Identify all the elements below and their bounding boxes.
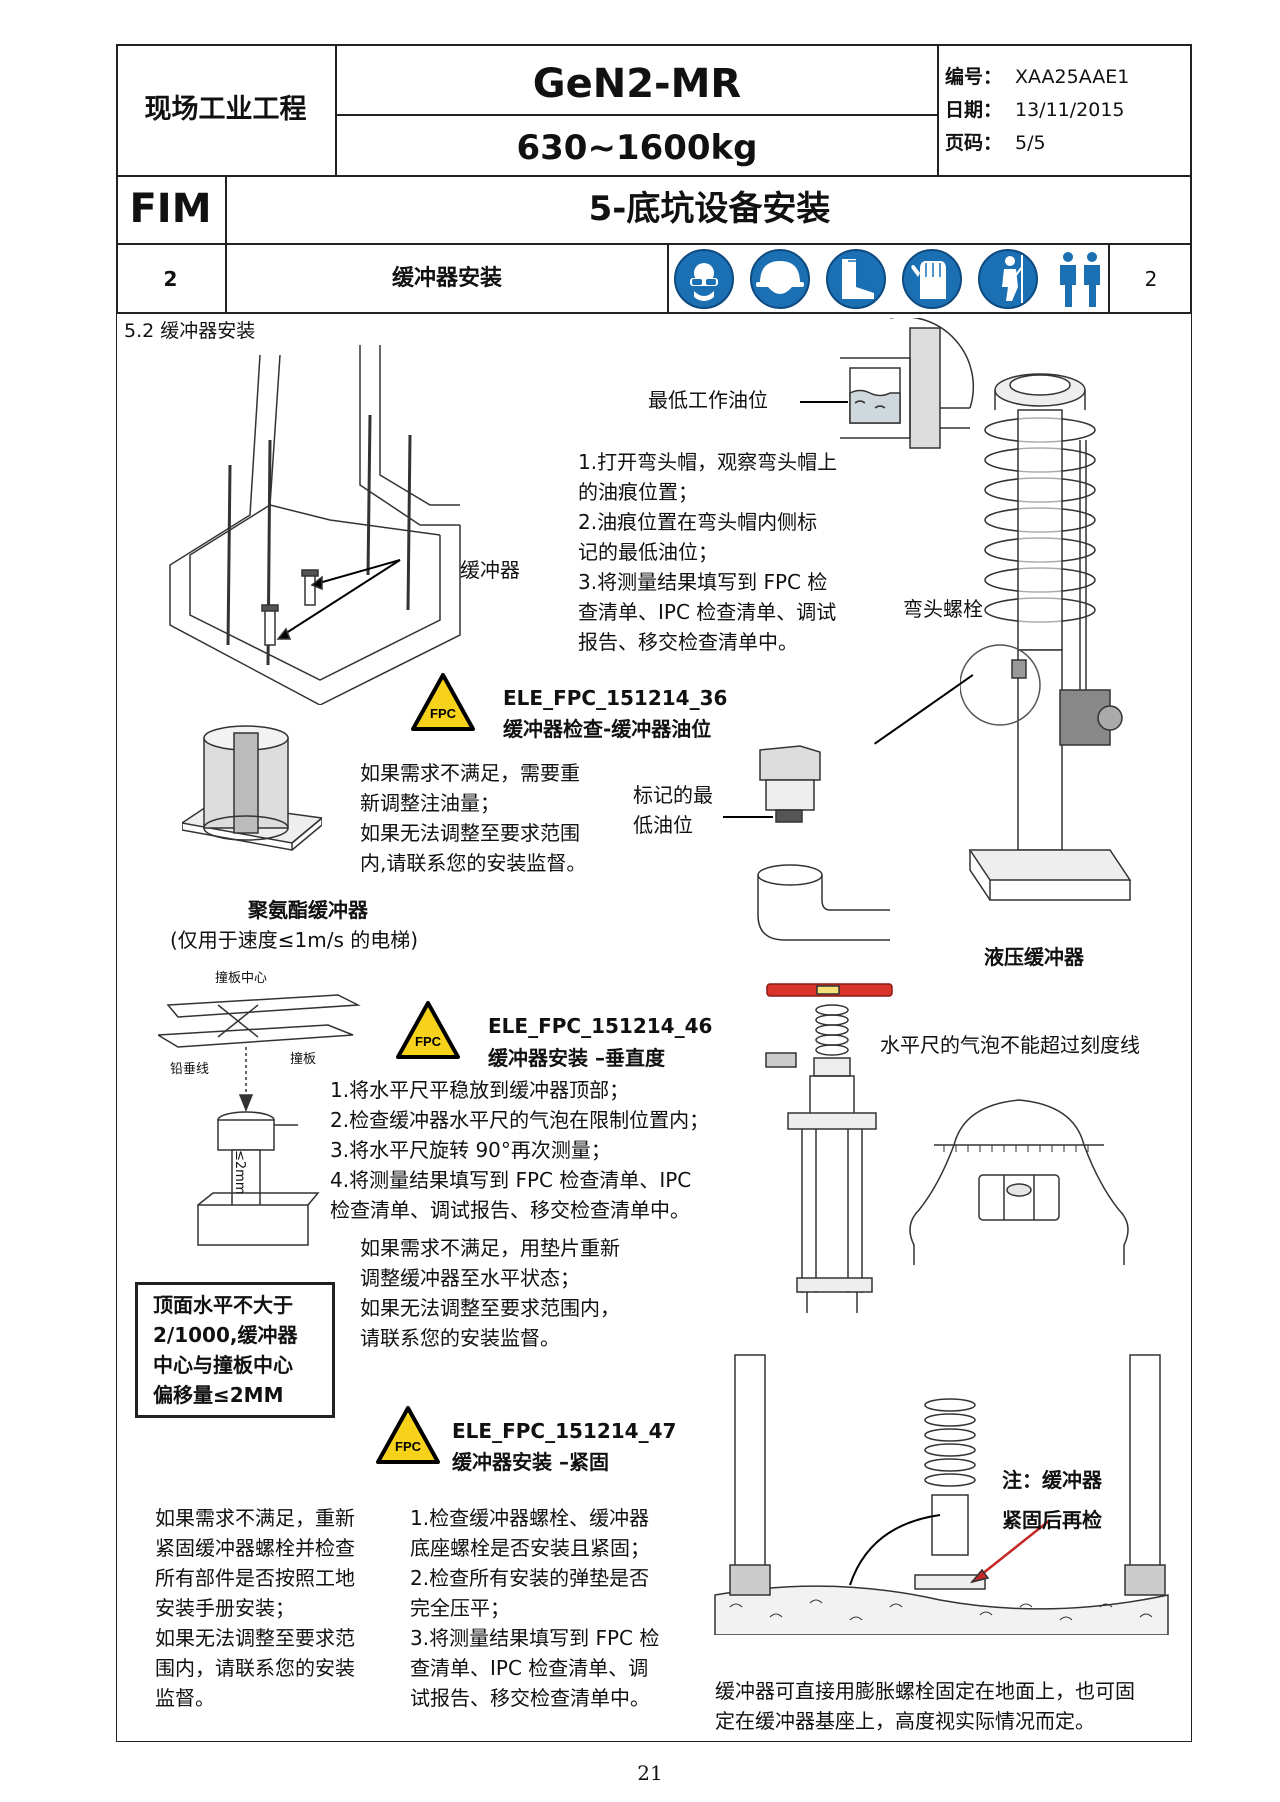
fpc46-id: ELE_FPC_151214_46 bbox=[488, 1014, 713, 1038]
content-frame bbox=[116, 313, 1192, 1742]
label-min-oil: 最低工作油位 bbox=[648, 388, 768, 412]
label-buffer: 缓冲器 bbox=[460, 558, 520, 582]
harness-icon bbox=[978, 249, 1038, 309]
hard-hat-icon bbox=[750, 249, 810, 309]
fpc47-steps: 1.检查缓冲器螺栓、缓冲器 底座螺栓是否安装且紧固； 2.检查所有安装的弹垫是否… bbox=[410, 1506, 660, 1710]
tolerance-box bbox=[135, 1282, 335, 1418]
fpc46-note: 如果需求不满足，用垫片重新 调整缓冲器至水平状态； 如果无法调整至要求范围内， … bbox=[360, 1236, 620, 1350]
divider bbox=[116, 243, 1192, 245]
fpc-text: FPC bbox=[395, 1439, 422, 1454]
label-striker-center: 撞板中心 bbox=[215, 971, 268, 986]
pu-buffer-note: (仅用于速度≤1m/s 的电梯) bbox=[170, 928, 419, 952]
safety-boots-icon bbox=[826, 249, 886, 309]
fpc-warning-icon: FPC bbox=[410, 672, 476, 732]
fpc47-note-left: 如果需求不满足，重新 紧固缓冲器螺栓并检查 所有部件是否按照工地 安装手册安装；… bbox=[155, 1506, 355, 1710]
pointer-arrow bbox=[800, 401, 848, 403]
fpc-text: FPC bbox=[430, 706, 457, 721]
code-label: 编号： bbox=[945, 66, 1003, 88]
fpc36-id: ELE_FPC_151214_36 bbox=[503, 686, 728, 710]
label-marked-min-oil: 标记的最 低油位 bbox=[633, 783, 713, 837]
divider bbox=[116, 175, 1192, 177]
date-label: 日期： bbox=[945, 99, 1003, 121]
divider bbox=[667, 243, 669, 314]
sub-number: 2 bbox=[163, 267, 178, 291]
section-title: 5-底坑设备安装 bbox=[588, 189, 831, 229]
pit-buffer-figure bbox=[160, 345, 490, 705]
doc-date: 13/11/2015 bbox=[1015, 99, 1125, 121]
pointer-arrow bbox=[723, 816, 773, 818]
gloves-icon bbox=[902, 249, 962, 309]
mount-note: 缓冲器可直接用膨胀螺栓固定在地面上，也可固 定在缓冲器基座上，高度视实际情况而定… bbox=[715, 1679, 1135, 1733]
fpc46-title: 缓冲器安装 –垂直度 bbox=[488, 1046, 665, 1070]
hydraulic-buffer-figure bbox=[960, 370, 1140, 940]
doc-page: 5/5 bbox=[1015, 132, 1046, 154]
product-name: GeN2-MR bbox=[532, 61, 742, 107]
divider bbox=[335, 114, 937, 116]
fpc46-steps: 1.将水平尺平稳放到缓冲器顶部； 2.检查缓冲器水平尺的气泡在限制位置内； 3.… bbox=[330, 1078, 710, 1222]
fim-label: FIM bbox=[129, 186, 212, 232]
oil-level-figure bbox=[830, 318, 990, 458]
page-label: 页码： bbox=[945, 132, 1003, 154]
safety-glasses-icon bbox=[674, 249, 734, 309]
divider bbox=[225, 175, 227, 243]
sub-title: 缓冲器安装 bbox=[391, 266, 502, 291]
fpc47-title: 缓冲器安装 –紧固 bbox=[452, 1450, 609, 1474]
label-plumb-line: 铅垂线 bbox=[170, 1062, 210, 1077]
fpc36-title: 缓冲器检查-缓冲器油位 bbox=[503, 717, 712, 741]
fpc-text: FPC bbox=[415, 1034, 442, 1049]
pu-buffer-title: 聚氨酯缓冲器 bbox=[248, 898, 368, 922]
fpc-warning-icon: FPC bbox=[375, 1405, 441, 1465]
capacity: 630~1600kg bbox=[516, 128, 758, 168]
divider bbox=[225, 243, 227, 314]
floor-mount-figure bbox=[710, 1345, 1170, 1635]
page-number: 21 bbox=[637, 1761, 663, 1785]
ppe-icons bbox=[672, 247, 1108, 311]
divider bbox=[937, 44, 939, 175]
bubble-vial-figure bbox=[904, 1085, 1134, 1265]
plumb-diagram bbox=[158, 975, 368, 1260]
tolerance-text: 顶面水平不大于 2/1000,缓冲器 中心与撞板中心 偏移量≤2MM bbox=[153, 1293, 298, 1407]
two-persons-icon bbox=[1060, 252, 1100, 307]
label-elbow-bolt: 弯头螺栓 bbox=[903, 597, 983, 621]
fpc36-note: 如果需求不满足，需要重 新调整注油量； 如果无法调整至要求范围 内,请联系您的安… bbox=[360, 761, 587, 875]
spirit-level-figure bbox=[762, 978, 902, 1323]
pu-buffer-figure bbox=[182, 718, 322, 868]
fpc-warning-icon: FPC bbox=[395, 1000, 461, 1060]
divider bbox=[335, 44, 337, 175]
divider bbox=[1108, 243, 1110, 314]
doc-code: XAA25AAE1 bbox=[1015, 66, 1130, 88]
label-striker: 撞板 bbox=[290, 1052, 317, 1067]
dept-name: 现场工业工程 bbox=[144, 94, 307, 125]
label-2mm: ≤2mm bbox=[232, 1150, 247, 1195]
fpc47-id: ELE_FPC_151214_47 bbox=[452, 1419, 677, 1443]
level-note: 水平尺的气泡不能超过刻度线 bbox=[880, 1033, 1140, 1057]
section-heading: 5.2 缓冲器安装 bbox=[124, 320, 256, 342]
people-count: 2 bbox=[1144, 267, 1158, 291]
hydraulic-buffer-label: 液压缓冲器 bbox=[984, 945, 1084, 969]
recheck-note: 注：缓冲器 紧固后再检 bbox=[1002, 1468, 1102, 1532]
oil-steps: 1.打开弯头帽，观察弯头帽上 的油痕位置； 2.油痕位置在弯头帽内侧标 记的最低… bbox=[578, 450, 838, 654]
elbow-cap-figure bbox=[740, 740, 890, 960]
